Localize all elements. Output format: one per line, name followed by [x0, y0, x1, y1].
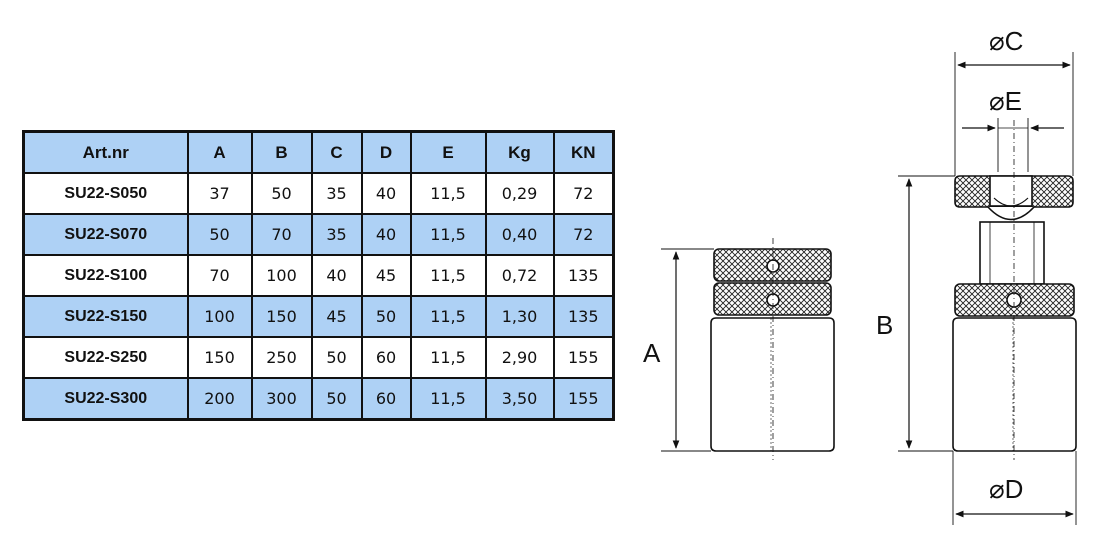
cell-kn: 72: [552, 213, 615, 256]
label-b: B: [876, 310, 893, 340]
cell-b: 70: [250, 213, 313, 256]
cell-c: 35: [310, 213, 363, 256]
cell-b: 250: [250, 336, 313, 379]
cell-kg: 0,29: [484, 172, 555, 215]
cell-kg: 1,30: [484, 295, 555, 338]
cell-kg: 2,90: [484, 336, 555, 379]
threaded-spindle: [979, 221, 1045, 285]
cell-d: 60: [360, 336, 412, 379]
cell-e: 11,5: [409, 336, 487, 379]
cell-b: 50: [250, 172, 313, 215]
header-kn: KN: [552, 130, 615, 174]
cell-b: 150: [250, 295, 313, 338]
header-c: C: [310, 130, 363, 174]
table-header-row: Art.nr A B C D E Kg KN: [22, 130, 615, 174]
cell-art-nr: SU22-S300: [22, 377, 189, 421]
cell-a: 150: [186, 336, 253, 379]
cell-kg: 0,72: [484, 254, 555, 297]
cell-art-nr: SU22-S150: [22, 295, 189, 338]
cell-kn: 135: [552, 295, 615, 338]
label-d: ⌀D: [989, 474, 1023, 504]
head-bore: [989, 175, 1033, 207]
table-row: SU22-S050 37 50 35 40 11,5 0,29 72: [22, 172, 615, 215]
cell-d: 40: [360, 213, 412, 256]
table-row: SU22-S150 100 150 45 50 11,5 1,30 135: [22, 295, 615, 338]
cell-art-nr: SU22-S250: [22, 336, 189, 379]
cell-kn: 155: [552, 336, 615, 379]
cell-c: 35: [310, 172, 363, 215]
cell-c: 50: [310, 377, 363, 421]
table-row: SU22-S250 150 250 50 60 11,5 2,90 155: [22, 336, 615, 379]
label-a: A: [643, 338, 661, 368]
cell-c: 50: [310, 336, 363, 379]
large-screw-support: [898, 52, 1077, 525]
cell-kn: 72: [552, 172, 615, 215]
header-kg: Kg: [484, 130, 555, 174]
cell-c: 45: [310, 295, 363, 338]
cell-b: 300: [250, 377, 313, 421]
cell-art-nr: SU22-S100: [22, 254, 189, 297]
cell-e: 11,5: [409, 254, 487, 297]
cell-d: 50: [360, 295, 412, 338]
cell-c: 40: [310, 254, 363, 297]
cell-art-nr: SU22-S050: [22, 172, 189, 215]
table-row: SU22-S300 200 300 50 60 11,5 3,50 155: [22, 377, 615, 421]
cell-a: 37: [186, 172, 253, 215]
cell-d: 60: [360, 377, 412, 421]
cell-a: 100: [186, 295, 253, 338]
cell-kn: 155: [552, 377, 615, 421]
cell-kg: 3,50: [484, 377, 555, 421]
header-a: A: [186, 130, 253, 174]
cell-d: 40: [360, 172, 412, 215]
header-e: E: [409, 130, 487, 174]
label-e: ⌀E: [989, 86, 1022, 116]
cell-art-nr: SU22-S070: [22, 213, 189, 256]
label-c: ⌀C: [989, 26, 1023, 56]
support-body: [710, 317, 835, 452]
cell-d: 45: [360, 254, 412, 297]
cell-e: 11,5: [409, 213, 487, 256]
support-body: [952, 317, 1077, 452]
header-b: B: [250, 130, 313, 174]
cell-a: 50: [186, 213, 253, 256]
cell-e: 11,5: [409, 172, 487, 215]
table-row: SU22-S070 50 70 35 40 11,5 0,40 72: [22, 213, 615, 256]
header-art-nr: Art.nr: [22, 130, 189, 174]
cell-kg: 0,40: [484, 213, 555, 256]
cell-a: 70: [186, 254, 253, 297]
cell-a: 200: [186, 377, 253, 421]
cell-e: 11,5: [409, 377, 487, 421]
spec-table: Art.nr A B C D E Kg KN SU22-S050 37 50 3…: [22, 130, 615, 421]
cell-b: 100: [250, 254, 313, 297]
header-d: D: [360, 130, 412, 174]
small-screw-support: [661, 238, 835, 460]
cell-e: 11,5: [409, 295, 487, 338]
table-row: SU22-S100 70 100 40 45 11,5 0,72 135: [22, 254, 615, 297]
cell-kn: 135: [552, 254, 615, 297]
